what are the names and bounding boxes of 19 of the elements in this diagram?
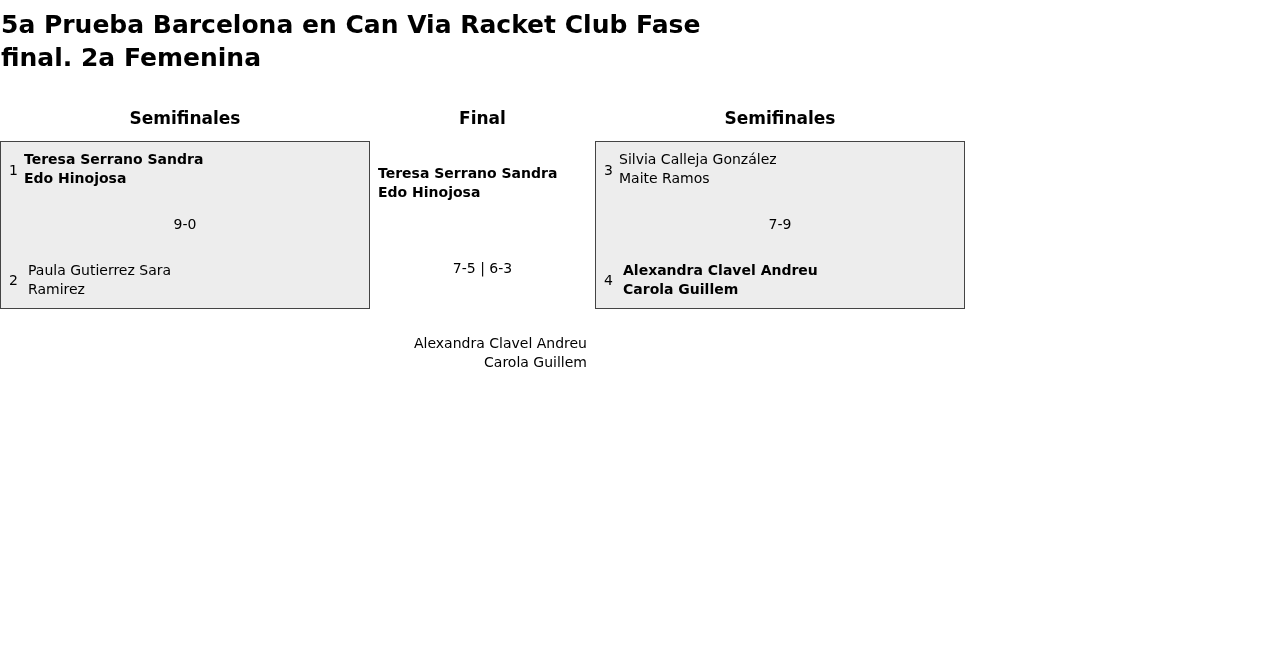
- seed-number: 4: [604, 271, 614, 290]
- round-heading: Semifinales: [128, 109, 242, 128]
- player-names: Alexandra Clavel Andreu Carola Guillem: [623, 261, 819, 299]
- player-names: Alexandra Clavel Andreu Carola Guillem: [413, 334, 587, 372]
- player-names: Silvia Calleja González Maite Ramos: [619, 150, 778, 188]
- player-names: Teresa Serrano Sandra Edo Hinojosa: [24, 150, 205, 188]
- round-heading: Final: [458, 109, 507, 128]
- match-box: [0, 141, 370, 309]
- seed-number: 3: [604, 161, 614, 180]
- match-score: 9-0: [172, 215, 198, 234]
- bracket-title: 5a Prueba Barcelona en Can Via Racket Club Fase final. 2a Femenina: [1, 9, 702, 74]
- player-names: Paula Gutierrez Sara Ramirez: [28, 261, 173, 299]
- seed-number: 1: [9, 161, 19, 180]
- seed-number: 2: [9, 271, 19, 290]
- match-box: [595, 141, 965, 309]
- match-score: 7-9: [767, 215, 793, 234]
- round-heading: Semifinales: [723, 109, 837, 128]
- match-score: 7-5 | 6-3: [451, 259, 514, 278]
- player-names: Teresa Serrano Sandra Edo Hinojosa: [378, 164, 559, 202]
